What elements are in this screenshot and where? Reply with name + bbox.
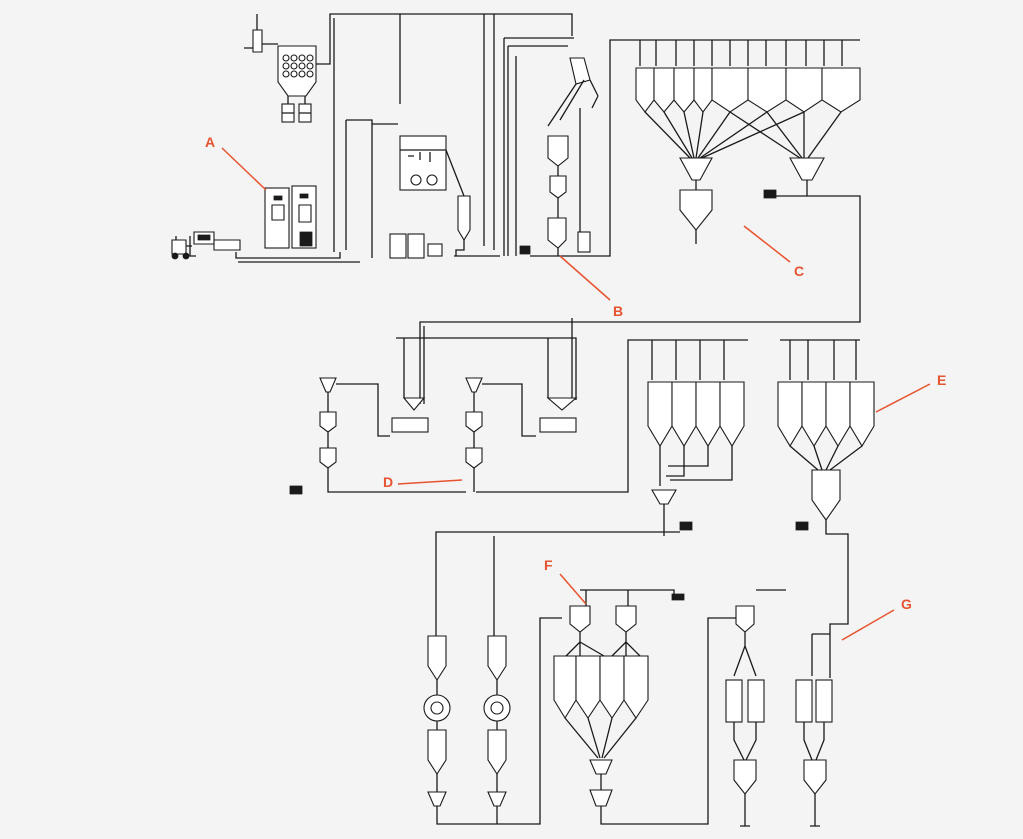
area-f-packing: [553, 589, 738, 825]
control-panel: [389, 233, 407, 259]
area-d-sifting: [289, 318, 652, 495]
sifter-line-left: [319, 377, 466, 493]
sifter-line-mid: [465, 377, 536, 492]
leader-line-b: [559, 255, 611, 301]
packer: [589, 789, 613, 807]
area-a-intake: [171, 14, 360, 263]
receiver: [569, 605, 591, 633]
exhaust-fan: [252, 29, 263, 53]
bagger: [733, 759, 757, 795]
callout-b: B: [613, 303, 623, 319]
small-silo: [457, 195, 471, 242]
callout-e: E: [937, 372, 946, 388]
bagger: [803, 759, 827, 795]
callout-a: A: [205, 134, 215, 150]
callout-g: G: [901, 596, 912, 612]
blender: [679, 189, 713, 231]
receiver: [615, 605, 637, 633]
control-panel: [427, 243, 443, 257]
area-c-silo-bank: [419, 39, 861, 404]
forklift-icon: [171, 236, 196, 260]
sieve: [539, 417, 577, 433]
bag: [298, 204, 312, 223]
conveying-headers-top: [316, 13, 574, 258]
bin: [795, 679, 813, 723]
area-e-silo-bank: [647, 339, 875, 676]
packer: [589, 759, 613, 775]
area-a-station: [389, 135, 500, 259]
receiver-hopper: [547, 135, 569, 167]
leader-line-e: [875, 383, 931, 413]
blender: [811, 469, 841, 521]
silo-row: [635, 67, 861, 113]
area-g-packing: [725, 589, 833, 827]
cyclone: [569, 57, 591, 85]
bag: [271, 204, 285, 221]
cabinet: [399, 135, 447, 191]
leader-line-a: [221, 147, 267, 191]
silo-group-left: [647, 381, 745, 448]
grinder-line-2: [483, 635, 511, 824]
pallet: [213, 239, 241, 251]
scale-hopper: [789, 157, 825, 181]
feeder: [651, 489, 677, 505]
bin: [725, 679, 743, 723]
callout-d: D: [383, 474, 393, 490]
leader-line-d: [397, 479, 463, 485]
silo-group-f: [553, 655, 649, 720]
leader-line-c: [743, 225, 791, 263]
bin: [747, 679, 765, 723]
leader-line-f: [559, 573, 587, 605]
sieve: [391, 417, 429, 433]
receiver: [735, 605, 755, 633]
drum: [577, 231, 591, 253]
mixer: [547, 217, 567, 249]
bin: [815, 679, 833, 723]
scale-hopper: [679, 157, 713, 181]
callout-c: C: [794, 263, 804, 279]
grinder-lines: [423, 531, 665, 825]
area-b-mixing: [519, 39, 632, 257]
control-panel: [407, 233, 425, 259]
weigh-hopper: [549, 175, 567, 199]
leader-line-g: [841, 609, 895, 641]
grinder-line-1: [423, 635, 528, 825]
silo-group-right: [777, 381, 875, 448]
callout-f: F: [544, 557, 553, 573]
filter-cartridges: [282, 54, 314, 78]
